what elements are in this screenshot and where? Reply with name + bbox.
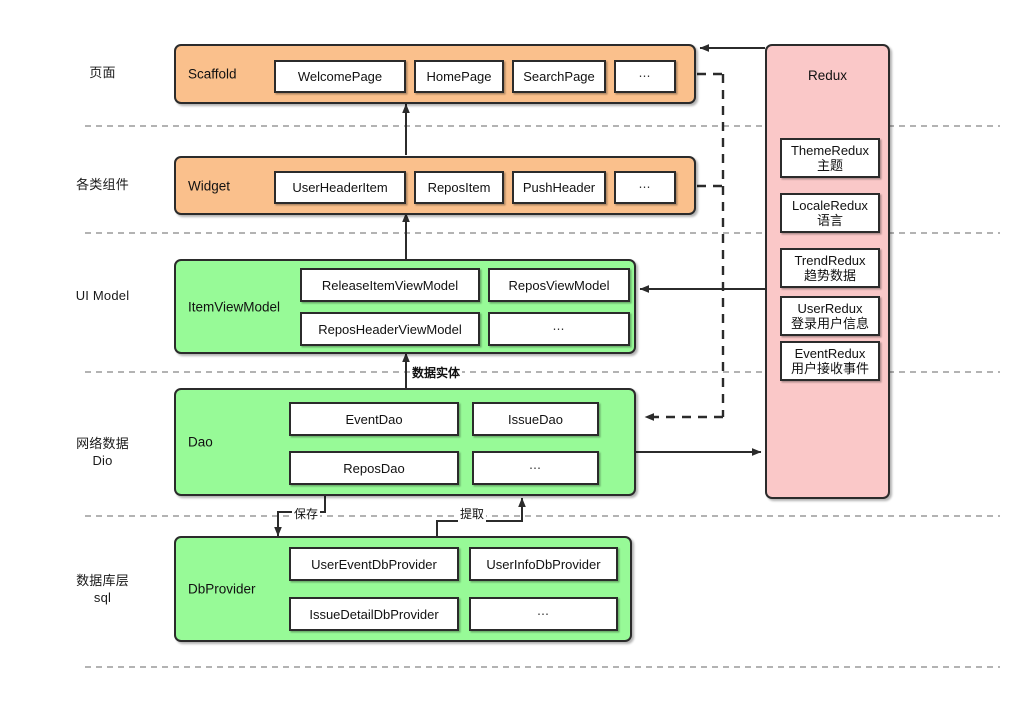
item-trend-redux[interactable]: TrendRedux 趋势数据 bbox=[780, 248, 880, 288]
group-title-redux: Redux bbox=[807, 68, 848, 83]
edge-label-data-entity: 数据实体 bbox=[410, 364, 463, 381]
item-repos-dao[interactable]: ReposDao bbox=[289, 451, 459, 485]
layer-label-components: 各类组件 bbox=[76, 177, 129, 192]
item-event-redux[interactable]: EventRedux 用户接收事件 bbox=[780, 341, 880, 381]
item-search-page[interactable]: SearchPage bbox=[512, 60, 606, 93]
item-user-event-db-provider[interactable]: UserEventDbProvider bbox=[289, 547, 459, 581]
item-issue-dao[interactable]: IssueDao bbox=[472, 402, 599, 436]
item-home-page[interactable]: HomePage bbox=[414, 60, 504, 93]
item-widget-more[interactable]: ⋯ bbox=[614, 171, 676, 204]
item-repos-view-model[interactable]: ReposViewModel bbox=[488, 268, 630, 302]
group-scaffold[interactable]: Scaffold WelcomePage HomePage SearchPage… bbox=[174, 44, 696, 104]
item-locale-redux[interactable]: LocaleRedux 语言 bbox=[780, 193, 880, 233]
layer-label-ui-model: UI Model bbox=[75, 288, 130, 303]
edge-label-save: 保存 bbox=[292, 505, 321, 522]
layer-label-pages: 页面 bbox=[89, 65, 116, 80]
item-view-model-more[interactable]: ⋯ bbox=[488, 312, 630, 346]
dashed-event-bus bbox=[697, 72, 725, 417]
group-title-item-view-model: ItemViewModel bbox=[188, 299, 281, 314]
item-user-redux[interactable]: UserRedux 登录用户信息 bbox=[780, 296, 880, 336]
item-theme-redux[interactable]: ThemeRedux 主题 bbox=[780, 138, 880, 178]
item-event-dao[interactable]: EventDao bbox=[289, 402, 459, 436]
item-issue-detail-db-provider[interactable]: IssueDetailDbProvider bbox=[289, 597, 459, 631]
group-title-db-provider: DbProvider bbox=[188, 581, 256, 597]
item-user-info-db-provider[interactable]: UserInfoDbProvider bbox=[469, 547, 618, 581]
layer-label-database: 数据库层 sql bbox=[76, 573, 129, 605]
item-db-provider-more[interactable]: ⋯ bbox=[469, 597, 618, 631]
group-widget[interactable]: Widget UserHeaderItem ReposItem PushHead… bbox=[174, 156, 696, 215]
layer-label-network: 网络数据 Dio bbox=[76, 436, 129, 468]
item-release-item-view-model[interactable]: ReleaseItemViewModel bbox=[300, 268, 480, 302]
group-dao[interactable]: Dao EventDao IssueDao ReposDao ⋯ bbox=[174, 388, 636, 496]
group-item-view-model[interactable]: ItemViewModel ReleaseItemViewModel Repos… bbox=[174, 259, 636, 354]
group-title-widget: Widget bbox=[188, 178, 231, 193]
group-title-dao: Dao bbox=[188, 434, 213, 450]
item-dao-more[interactable]: ⋯ bbox=[472, 451, 599, 485]
edge-label-fetch: 提取 bbox=[458, 505, 487, 522]
item-repos-header-view-model[interactable]: ReposHeaderViewModel bbox=[300, 312, 480, 346]
item-push-header[interactable]: PushHeader bbox=[512, 171, 606, 204]
item-welcome-page[interactable]: WelcomePage bbox=[274, 60, 406, 93]
item-repos-item[interactable]: ReposItem bbox=[414, 171, 504, 204]
item-scaffold-more[interactable]: ⋯ bbox=[614, 60, 676, 93]
group-redux[interactable]: Redux ThemeRedux 主题 LocaleRedux 语言 Trend… bbox=[765, 44, 890, 499]
group-title-scaffold: Scaffold bbox=[188, 66, 237, 82]
item-user-header-item[interactable]: UserHeaderItem bbox=[274, 171, 406, 204]
group-db-provider[interactable]: DbProvider UserEventDbProvider UserInfoD… bbox=[174, 536, 632, 642]
